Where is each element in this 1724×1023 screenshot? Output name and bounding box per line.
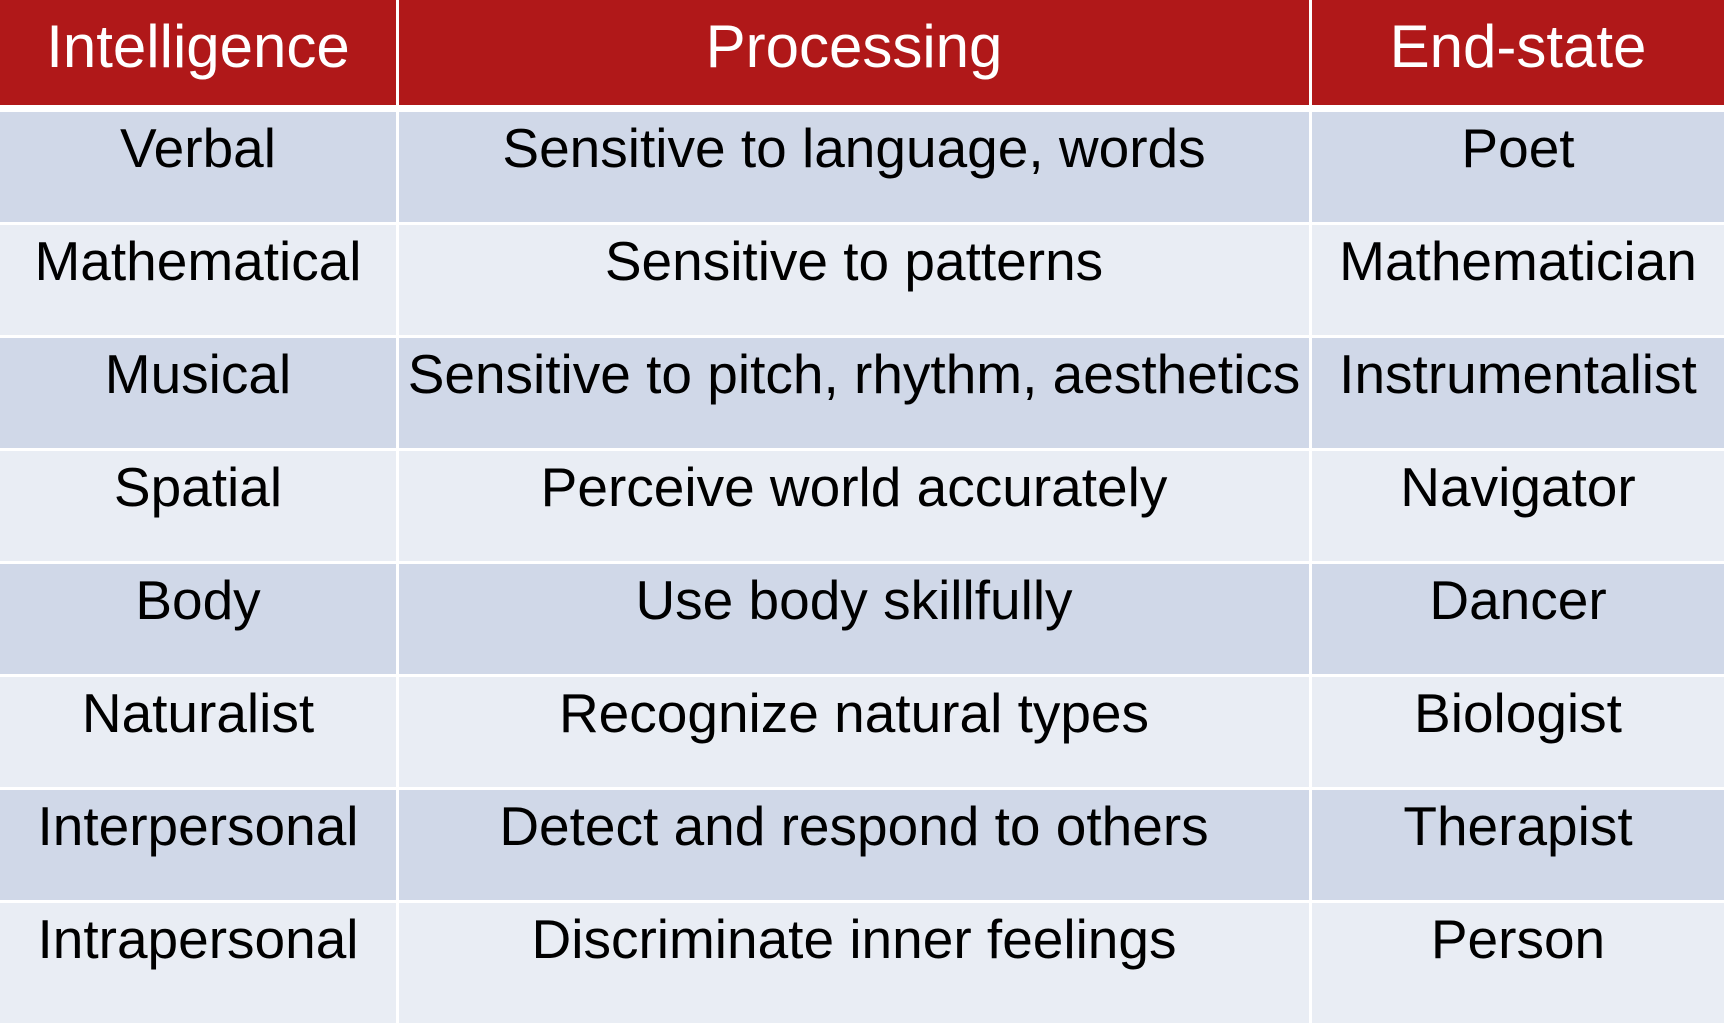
cell-processing: Discriminate inner feelings [399, 903, 1309, 1023]
cell-processing: Perceive world accurately [399, 451, 1309, 561]
table-row: Verbal Sensitive to language, words Poet [0, 112, 1724, 222]
cell-intelligence: Verbal [0, 112, 396, 222]
table-row: Intrapersonal Discriminate inner feeling… [0, 903, 1724, 1023]
table-body: Verbal Sensitive to language, words Poet… [0, 112, 1724, 1023]
cell-intelligence: Spatial [0, 451, 396, 561]
table-row: Naturalist Recognize natural types Biolo… [0, 677, 1724, 787]
header-end-state: End-state [1312, 0, 1724, 105]
cell-end-state: Navigator [1312, 451, 1724, 561]
cell-processing: Detect and respond to others [399, 790, 1309, 900]
table-row: Musical Sensitive to pitch, rhythm, aest… [0, 338, 1724, 448]
cell-processing: Sensitive to pitch, rhythm, aesthetics [399, 338, 1309, 448]
cell-intelligence: Intrapersonal [0, 903, 396, 1023]
cell-end-state: Instrumentalist [1312, 338, 1724, 448]
table-header-row: Intelligence Processing End-state [0, 0, 1724, 105]
header-processing: Processing [399, 0, 1309, 105]
table-row: Interpersonal Detect and respond to othe… [0, 790, 1724, 900]
cell-processing: Recognize natural types [399, 677, 1309, 787]
cell-end-state: Mathematician [1312, 225, 1724, 335]
cell-end-state: Person [1312, 903, 1724, 1023]
cell-intelligence: Interpersonal [0, 790, 396, 900]
table-row: Body Use body skillfully Dancer [0, 564, 1724, 674]
cell-intelligence: Naturalist [0, 677, 396, 787]
header-intelligence: Intelligence [0, 0, 396, 105]
cell-processing: Use body skillfully [399, 564, 1309, 674]
cell-intelligence: Mathematical [0, 225, 396, 335]
cell-intelligence: Body [0, 564, 396, 674]
table-row: Spatial Perceive world accurately Naviga… [0, 451, 1724, 561]
cell-end-state: Poet [1312, 112, 1724, 222]
cell-intelligence: Musical [0, 338, 396, 448]
table-row: Mathematical Sensitive to patterns Mathe… [0, 225, 1724, 335]
cell-processing: Sensitive to patterns [399, 225, 1309, 335]
cell-end-state: Therapist [1312, 790, 1724, 900]
cell-end-state: Biologist [1312, 677, 1724, 787]
cell-end-state: Dancer [1312, 564, 1724, 674]
cell-processing: Sensitive to language, words [399, 112, 1309, 222]
